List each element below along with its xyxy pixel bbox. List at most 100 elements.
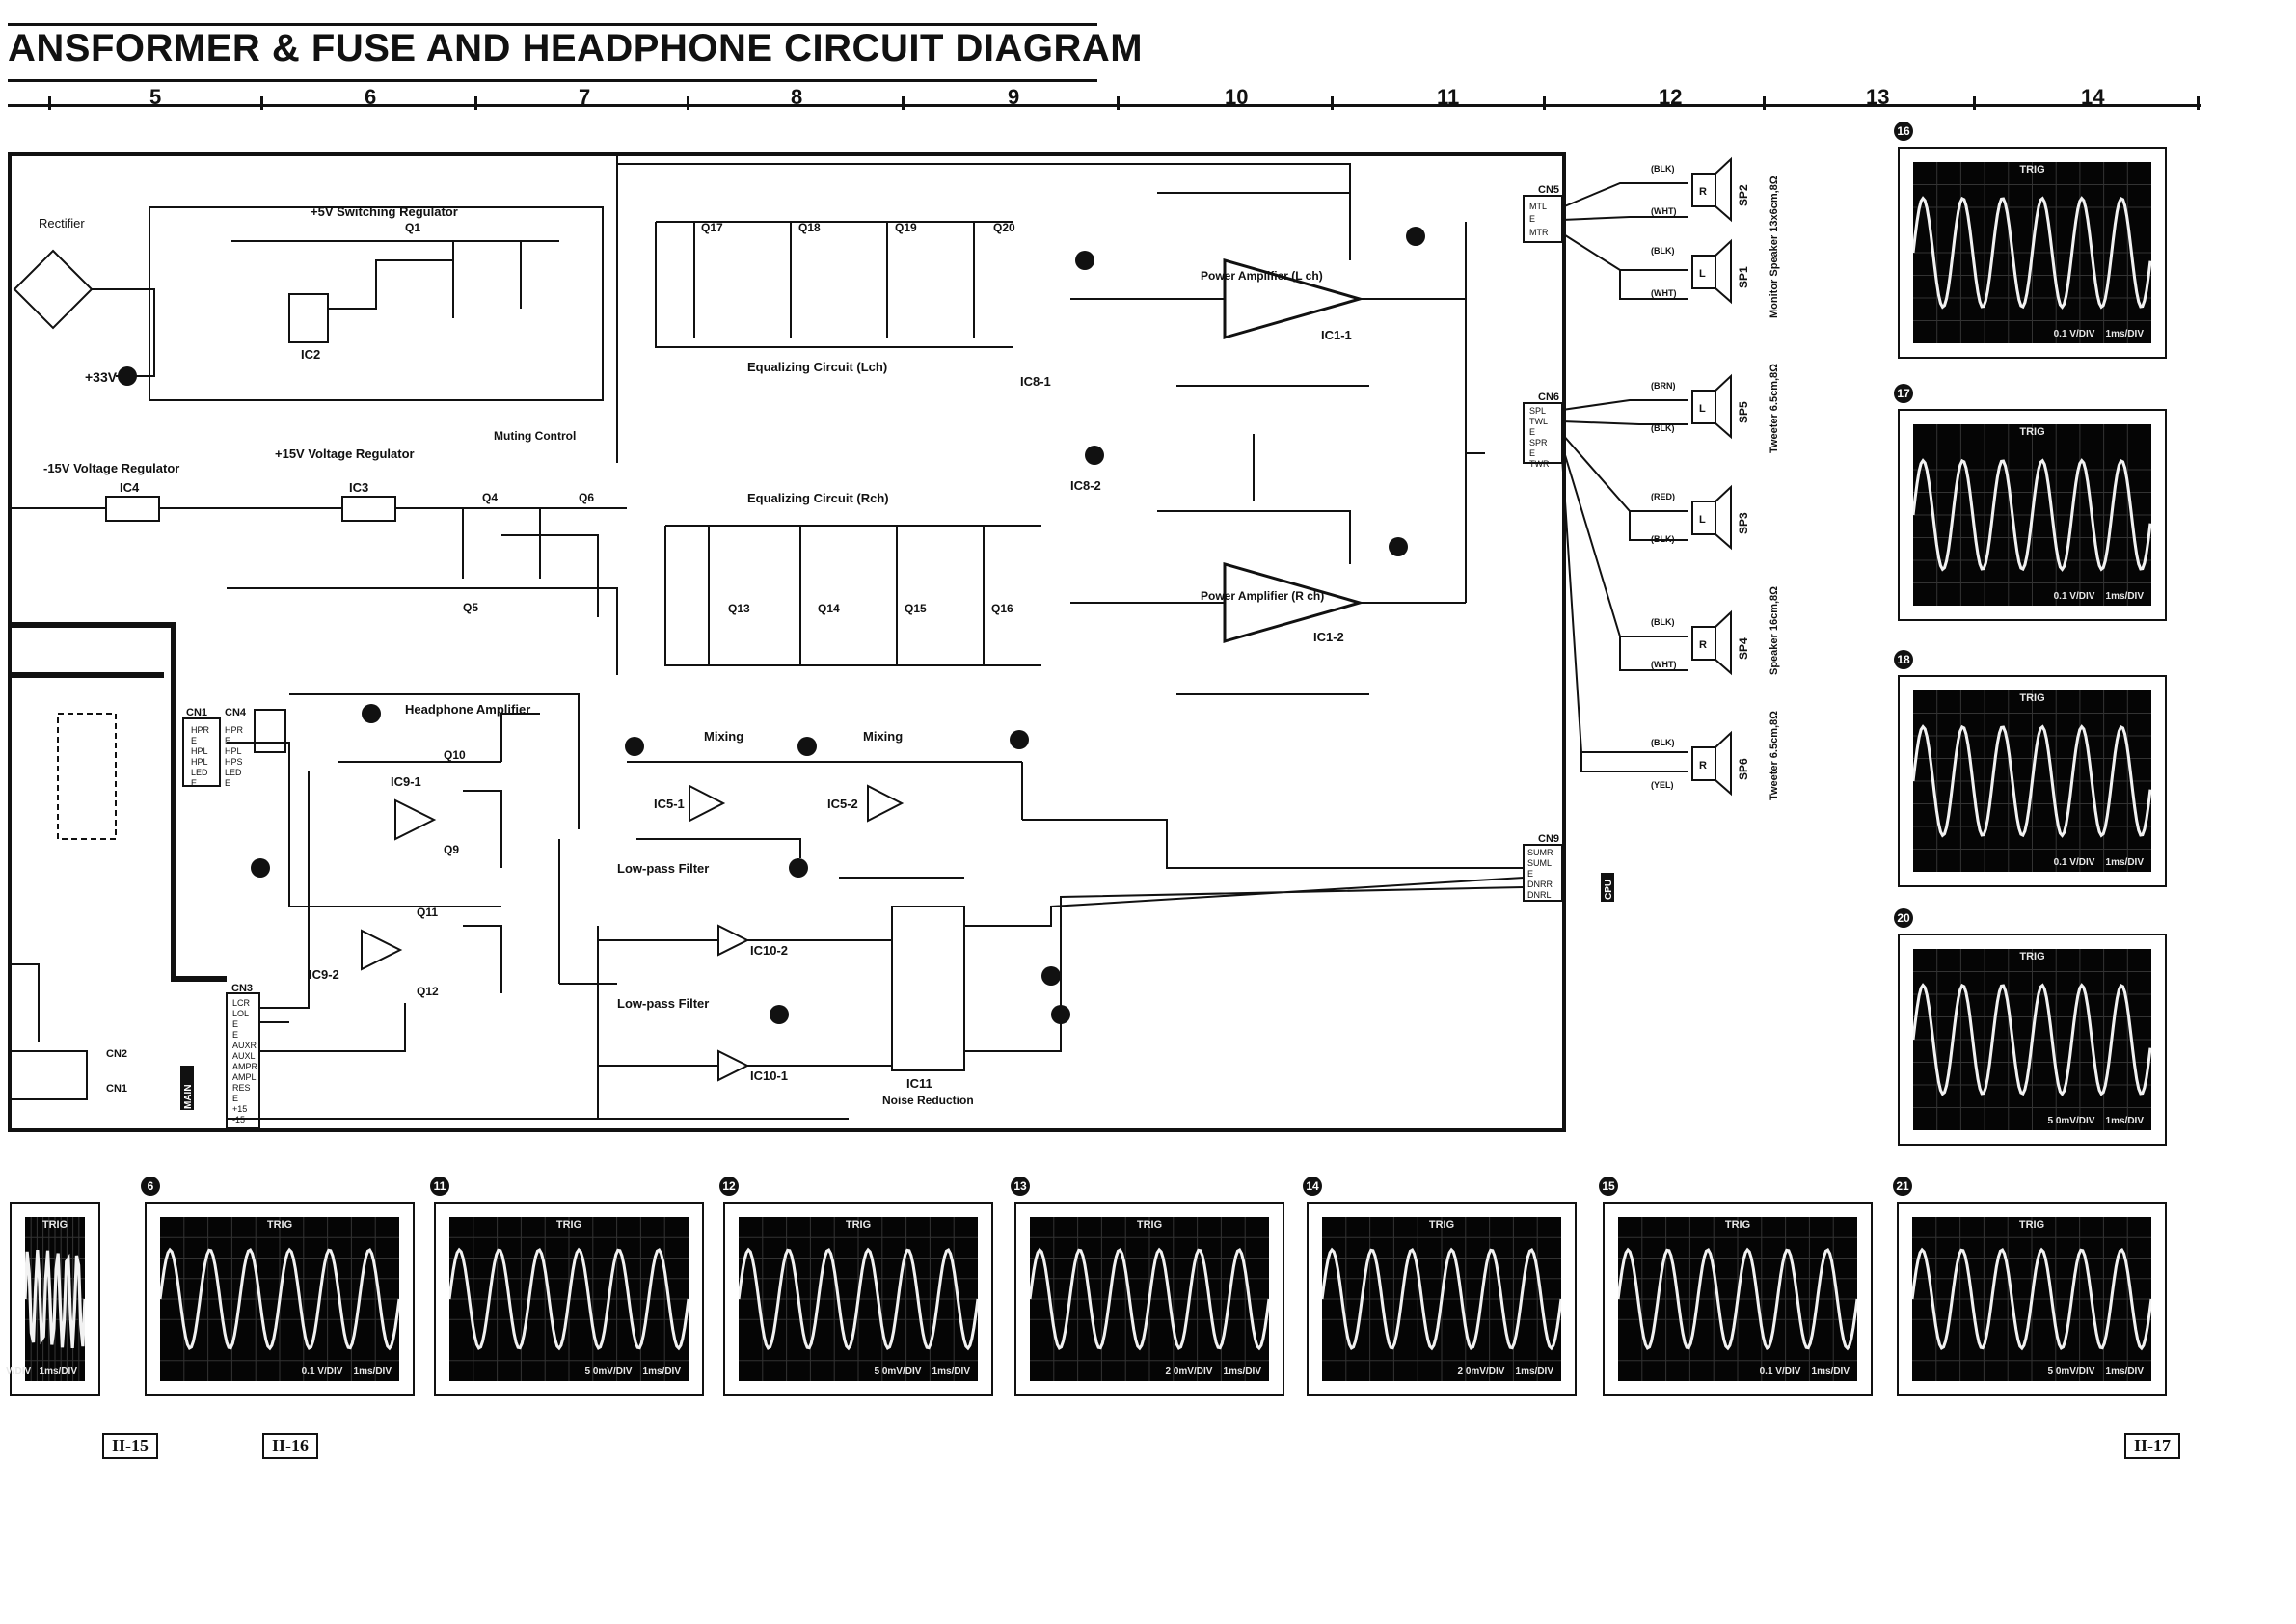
label-neg15v-regulator: -15V Voltage Regulator xyxy=(43,461,179,475)
page-number: II-15 xyxy=(102,1433,159,1459)
cn4-pin: E xyxy=(225,736,230,745)
column-tick xyxy=(1973,96,1976,110)
cn6-pin: SPL xyxy=(1529,406,1546,416)
cn9-pin: E xyxy=(1527,869,1533,879)
column-tick xyxy=(687,96,689,110)
transistor-label: Q5 xyxy=(463,601,478,614)
scale-label: 5 0mV/DIV 1ms/DIV xyxy=(584,1367,682,1377)
waveform-number-badge: 17 xyxy=(1894,384,1913,403)
speaker-wire-label: (BRN) xyxy=(1651,381,1676,391)
ic9-1-symbol xyxy=(394,798,437,841)
scale-label: 2 0mV/DIV 1ms/DIV xyxy=(1457,1367,1554,1377)
speaker-wire-label: (BLK) xyxy=(1651,534,1675,544)
column-tick xyxy=(1331,96,1334,110)
speaker-id: SP1 xyxy=(1737,266,1750,288)
ic3-box xyxy=(341,496,396,522)
column-tick xyxy=(260,96,263,110)
speaker-wire-label: (BLK) xyxy=(1651,164,1675,174)
cn3-pin: AUXL xyxy=(232,1051,256,1061)
cn6-pin: E xyxy=(1529,427,1535,437)
transistor-label: Q10 xyxy=(444,748,466,762)
column-number: 7 xyxy=(579,85,591,109)
waveform-number-badge: 13 xyxy=(1011,1177,1030,1196)
waveform-trace xyxy=(739,1217,978,1381)
sp5-box xyxy=(1691,390,1716,424)
scale-label: 2 0mV/DIV 1ms/DIV xyxy=(1165,1367,1262,1377)
cn6-pin: TWL xyxy=(1529,417,1548,426)
waveform-number-badge: 16 xyxy=(1894,122,1913,141)
speaker-channel: L xyxy=(1699,514,1706,526)
main-tag: MAIN xyxy=(183,1084,194,1109)
transistor-label: Q13 xyxy=(728,602,750,615)
cn2-label: CN2 xyxy=(106,1048,127,1060)
cn1-pin: E xyxy=(191,736,197,745)
note-tweeter-1: Tweeter 6.5cm,8Ω xyxy=(1769,364,1780,453)
cn4-pin: E xyxy=(225,778,230,788)
ic-label: IC3 xyxy=(349,480,368,495)
label-muting-control: Muting Control xyxy=(494,429,576,443)
ic-label: IC5-2 xyxy=(827,797,858,811)
column-tick xyxy=(902,96,905,110)
ic-label: IC10-1 xyxy=(750,1069,788,1083)
transistor-label: Q6 xyxy=(579,491,594,504)
cn3-pin: -15 xyxy=(232,1115,245,1124)
speaker-id: SP2 xyxy=(1737,184,1750,206)
transistor-label: Q14 xyxy=(818,602,840,615)
sp3-box xyxy=(1691,501,1716,535)
ic-label: IC11 xyxy=(906,1076,932,1091)
trig-label: TRIG xyxy=(1136,1219,1163,1231)
cn6-pin: TWR xyxy=(1529,459,1550,469)
cpu-tag: CPU xyxy=(1604,880,1614,900)
waveform-number-badge: 12 xyxy=(719,1177,739,1196)
transistor-label: Q17 xyxy=(701,221,723,234)
label-eq-lch: Equalizing Circuit (Lch) xyxy=(747,360,887,374)
page-number: II-17 xyxy=(2124,1433,2181,1459)
column-tick xyxy=(1763,96,1766,110)
cn3-pin: RES xyxy=(232,1083,251,1093)
scale-label: 5 0mV/DIV 1ms/DIV xyxy=(874,1367,971,1377)
cn3-pin: E xyxy=(232,1030,238,1040)
transistor-label: Q12 xyxy=(417,985,439,998)
label-mixing-1: Mixing xyxy=(704,729,743,744)
trig-label: TRIG xyxy=(266,1219,293,1231)
label-power-amp-l: Power Amplifier (L ch) xyxy=(1201,269,1323,283)
rectifier-bridge xyxy=(13,249,94,330)
cn9-pin: SUML xyxy=(1527,858,1552,868)
ic-label: IC2 xyxy=(301,347,320,362)
column-tick xyxy=(1117,96,1120,110)
transistor-label: Q11 xyxy=(417,906,438,919)
ic9-2-symbol xyxy=(361,929,403,971)
scale-label: 0.1 V/DIV 1ms/DIV xyxy=(2053,857,2144,868)
cn3-pin: LCR xyxy=(232,998,251,1008)
waveform-trace xyxy=(1913,162,2151,343)
cn5-label: CN5 xyxy=(1538,184,1559,196)
waveform-trace xyxy=(1618,1217,1857,1381)
transistor-label: Q15 xyxy=(905,602,927,615)
column-number: 14 xyxy=(2081,85,2105,109)
waveform-trace xyxy=(1913,949,2151,1130)
sp4-box xyxy=(1691,626,1716,661)
transistor-label: Q16 xyxy=(991,602,1013,615)
ic5-1-symbol xyxy=(689,784,726,823)
column-tick xyxy=(2197,96,2200,110)
speaker-channel: R xyxy=(1699,186,1707,198)
speaker-id: SP3 xyxy=(1737,512,1750,534)
ic5-2-symbol xyxy=(867,784,905,823)
speaker-channel: R xyxy=(1699,760,1707,771)
transistor-label: Q19 xyxy=(895,221,917,234)
main-board-frame xyxy=(8,152,1566,1132)
ic-label: IC10-2 xyxy=(750,943,788,958)
transistor-label: Q1 xyxy=(405,221,420,234)
speaker-wire-label: (YEL) xyxy=(1651,780,1674,790)
